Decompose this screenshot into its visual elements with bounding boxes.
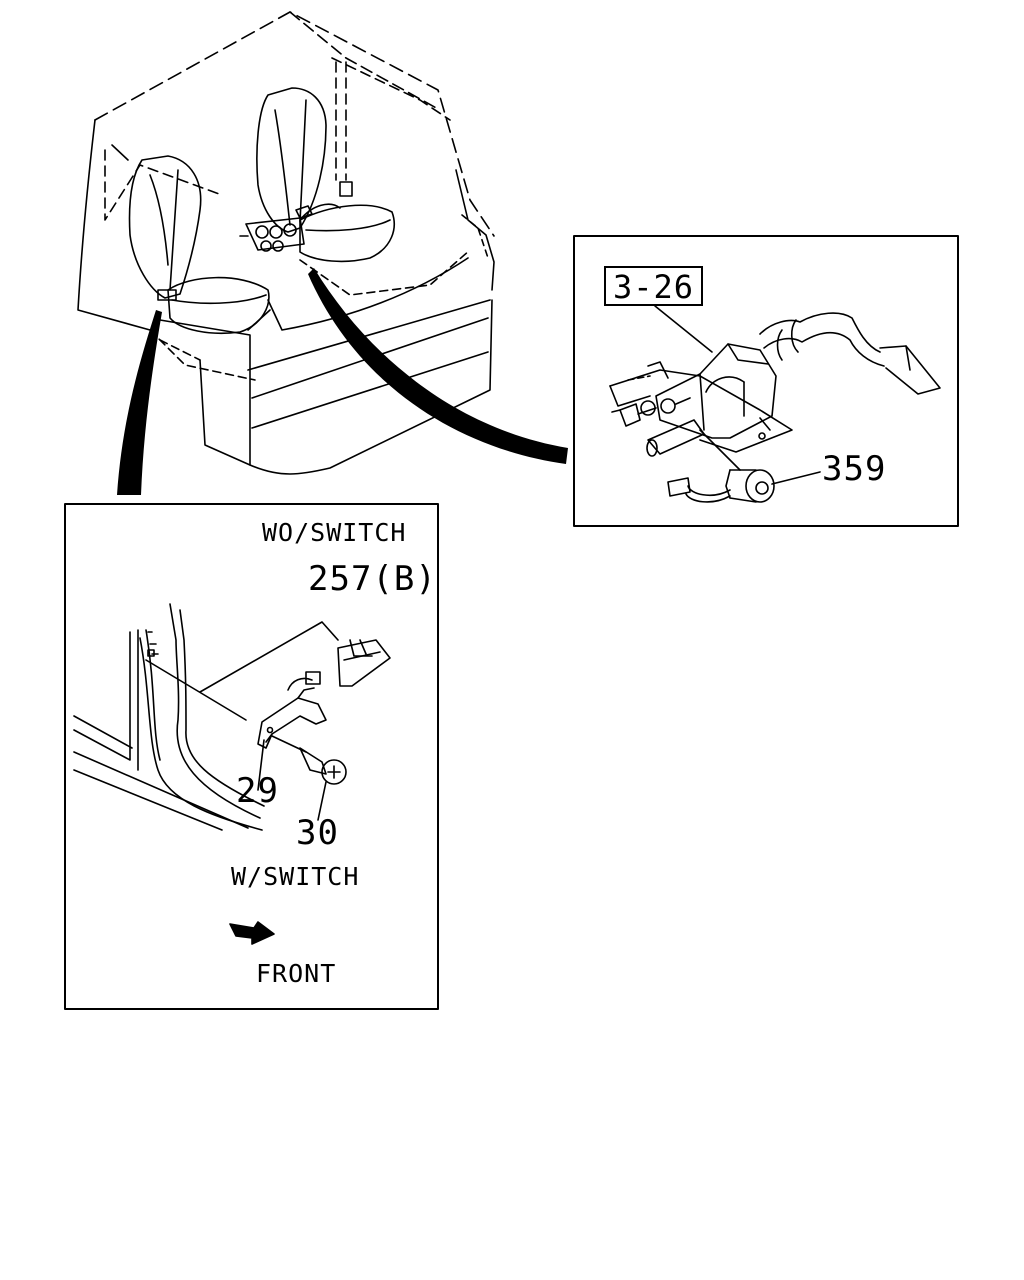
label-wo-switch: WO/SWITCH (262, 518, 407, 547)
switch-detail-panel (64, 503, 439, 1010)
leader-to-switch-detail (117, 310, 162, 495)
callout-29: 29 (236, 771, 279, 811)
valve-detail-panel (573, 235, 959, 527)
leader-lines (117, 268, 568, 495)
label-front: FRONT (256, 959, 337, 988)
label-w-switch: W/SWITCH (231, 862, 360, 891)
callout-359: 359 (822, 449, 887, 489)
vehicle-cab-illustration (77, 11, 495, 475)
callout-3-26: 3-26 (604, 266, 703, 306)
leader-to-valve-detail (308, 268, 568, 464)
callout-30: 30 (296, 813, 339, 853)
callout-257b: 257(B) (308, 559, 437, 599)
front-arrow-icon (229, 921, 275, 945)
